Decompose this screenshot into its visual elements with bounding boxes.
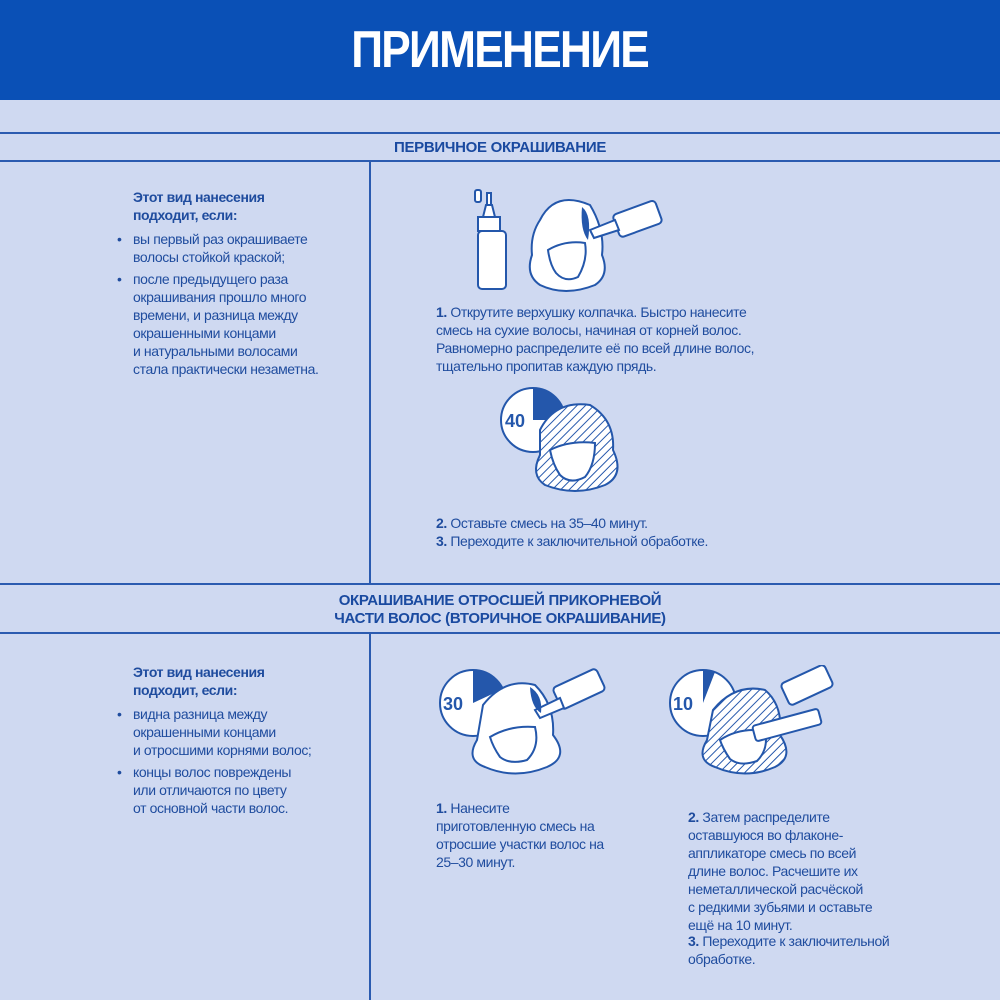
divider (0, 132, 1000, 134)
section1-step1: 1. Открутите верхушку колпачка. Быстро н… (436, 303, 754, 375)
conditions-heading: Этот вид нанесения подходит, если: (133, 189, 265, 223)
divider (0, 160, 1000, 162)
step-text: Переходите к заключительной обработке. (688, 933, 890, 967)
bottle-and-head-icon (474, 189, 663, 292)
timer-label: 30 (443, 694, 463, 714)
step-text: Оставьте смесь на 35–40 минут. (450, 515, 648, 531)
timer-head-icon: 40 (500, 387, 619, 492)
timer-head-bottle-icon: 30 (439, 668, 606, 775)
condition-item: вы первый раз окрашиваете волосы стойкой… (115, 230, 318, 266)
condition-item: после предыдущего раза окрашивания прошл… (115, 270, 319, 378)
step-number: 1. (436, 800, 447, 816)
section1-conditions: Этот вид нанесения подходит, если: вы пе… (115, 188, 319, 382)
divider (0, 632, 1000, 634)
timer-head-comb-icon: 10 (669, 665, 834, 775)
step-number: 2. (688, 809, 699, 825)
section1-step2: 2. Оставьте смесь на 35–40 минут. (436, 514, 648, 532)
section2-step3: 3. Переходите к заключительной обработке… (688, 932, 890, 968)
section2-title: ОКРАШИВАНИЕ ОТРОСШЕЙ ПРИКОРНЕВОЙ ЧАСТИ В… (334, 592, 666, 627)
page-header: ПРИМЕНЕНИЕ (0, 0, 1000, 100)
timer-label: 10 (673, 694, 693, 714)
section2-step1: 1. Нанесите приготовленную смесь на отро… (436, 799, 604, 871)
section1-title: ПЕРВИЧНОЕ ОКРАШИВАНИЕ (393, 139, 607, 156)
section2-step2: 2. Затем распределите оставшуюся во флак… (688, 808, 873, 934)
step-text: Переходите к заключительной обработке. (450, 533, 709, 549)
divider (369, 632, 371, 1000)
section2-conditions: Этот вид нанесения подходит, если: видна… (115, 663, 312, 821)
section1-step3: 3. Переходите к заключительной обработке… (436, 532, 708, 550)
conditions-heading: Этот вид нанесения подходит, если: (133, 664, 265, 698)
step-text: Затем распределите оставшуюся во флаконе… (688, 809, 873, 933)
condition-item: концы волос повреждены или отличаются по… (115, 763, 311, 817)
condition-item: видна разница между окрашенными концами … (115, 705, 312, 759)
timer-label: 40 (505, 411, 525, 431)
divider (369, 160, 371, 584)
step-number: 3. (436, 533, 447, 549)
step-number: 1. (436, 304, 447, 320)
step-number: 3. (688, 933, 699, 949)
divider (0, 583, 1000, 585)
page-title: ПРИМЕНЕНИЕ (351, 21, 651, 79)
step-text: Нанесите приготовленную смесь на отросши… (436, 800, 604, 870)
step-text: Открутите верхушку колпачка. Быстро нане… (436, 304, 755, 374)
step-number: 2. (436, 515, 447, 531)
